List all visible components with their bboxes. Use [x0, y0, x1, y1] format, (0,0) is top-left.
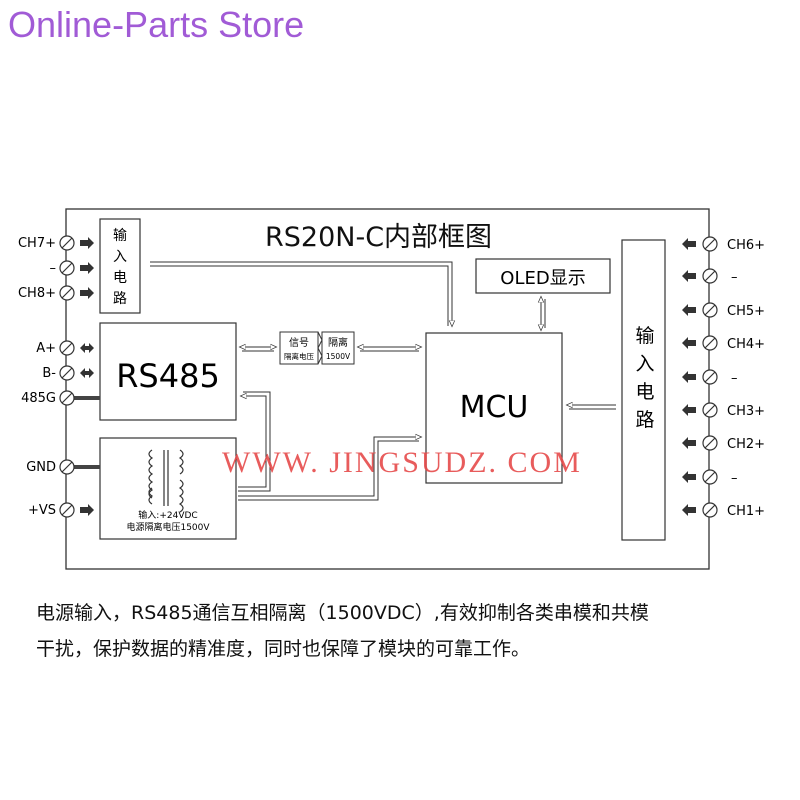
store-name: Online-Parts Store: [8, 4, 305, 45]
left-terminal-label: A+: [36, 341, 56, 356]
left-input-circuit-box: [99, 218, 141, 314]
isolator-isolation-label: 隔离: [328, 336, 348, 349]
right-terminal-ch1: CH1+: [682, 502, 765, 519]
left-terminal-label: GND: [26, 460, 56, 475]
input-to-mcu-line: [150, 261, 452, 326]
right-terminal-label: CH1+: [727, 504, 765, 519]
power-box-line1: 输入:+24VDC: [138, 509, 197, 521]
power-to-rs485-line: [238, 391, 271, 492]
left-input-char: 入: [113, 249, 127, 265]
power-to-rs485-line: [238, 396, 267, 488]
right-terminal-label: –: [731, 371, 738, 386]
block-diagram: RS20N-C内部框图 输 入 电 路 RS485 输入:+24VDC 电源隔离…: [18, 208, 765, 570]
left-terminal-minus: –: [50, 260, 94, 276]
left-terminal-label: B-: [42, 366, 56, 381]
left-terminal-ch7: CH7+: [18, 235, 94, 251]
left-terminal-ch8: CH8+: [18, 285, 94, 301]
right-input-char: 路: [635, 409, 654, 431]
rs485-label: RS485: [116, 357, 220, 395]
power-isolation-box: [99, 437, 237, 540]
right-terminal-ch5: CH5+: [682, 302, 765, 319]
right-input-char: 入: [635, 353, 654, 375]
mcu-box: [425, 332, 563, 484]
isolation-barrier: [317, 331, 323, 365]
watermark: WWW. JINGSUDZ. COM: [222, 446, 582, 479]
right-terminal-minus: –: [682, 268, 738, 285]
right-terminal-label: CH6+: [727, 238, 765, 253]
caption-line-1: 电源输入，RS485通信互相隔离（1500VDC）,有效抑制各类串模和共模: [36, 602, 649, 624]
right-terminal-label: –: [731, 471, 738, 486]
diagram-title: RS20N-C内部框图: [265, 222, 492, 253]
power-to-mcu-line: [238, 440, 419, 501]
left-terminal-485g: 485G: [21, 390, 75, 406]
input-to-mcu-line: [150, 265, 449, 326]
isolator-box-isolation: [321, 331, 355, 365]
left-input-char: 输: [113, 228, 127, 244]
transformer-icon: [148, 449, 184, 513]
power-to-mcu-line: [238, 437, 421, 497]
left-input-char: 电: [113, 270, 127, 286]
left-terminal-a: A+: [36, 340, 94, 356]
module-frame: [65, 208, 710, 570]
oled-box: [475, 258, 611, 294]
left-terminal-label: CH7+: [18, 236, 56, 251]
left-input-char: 路: [113, 291, 127, 307]
right-terminal-label: CH3+: [727, 404, 765, 419]
right-input-circuit-box: [621, 239, 666, 541]
left-terminal-gnd: GND: [26, 459, 75, 475]
right-terminal-ch2: CH2+: [682, 435, 765, 452]
right-terminal-label: –: [731, 270, 738, 285]
left-terminal-label: –: [50, 261, 57, 276]
left-terminal-label: CH8+: [18, 286, 56, 301]
left-terminal-b: B-: [42, 365, 94, 381]
isolator-signal-label: 信号: [289, 337, 309, 349]
oled-label: OLED显示: [500, 268, 585, 289]
right-terminal-ch6: CH6+: [682, 236, 765, 253]
left-terminal-label: +VS: [28, 503, 56, 518]
right-terminal-label: CH5+: [727, 304, 765, 319]
mcu-label: MCU: [460, 390, 529, 425]
left-terminal-vs: +VS: [28, 502, 94, 518]
right-terminal-ch4: CH4+: [682, 335, 765, 352]
right-terminal-minus: –: [682, 369, 738, 386]
caption-line-2: 干扰，保护数据的精准度，同时也保障了模块的可靠工作。: [36, 638, 531, 660]
right-terminal-label: CH2+: [727, 437, 765, 452]
power-box-line2: 电源隔离电压1500V: [126, 521, 210, 533]
right-input-char: 电: [635, 381, 654, 403]
rs485-box: [99, 322, 237, 421]
isolator-isolation-sub: 1500V: [326, 352, 351, 361]
right-terminal-label: CH4+: [727, 337, 765, 352]
left-terminal-label: 485G: [21, 391, 56, 406]
right-terminal-minus: –: [682, 469, 738, 486]
right-input-char: 输: [635, 325, 654, 347]
isolator-signal-sub: 隔离电压: [284, 351, 314, 361]
right-terminal-ch3: CH3+: [682, 402, 765, 419]
